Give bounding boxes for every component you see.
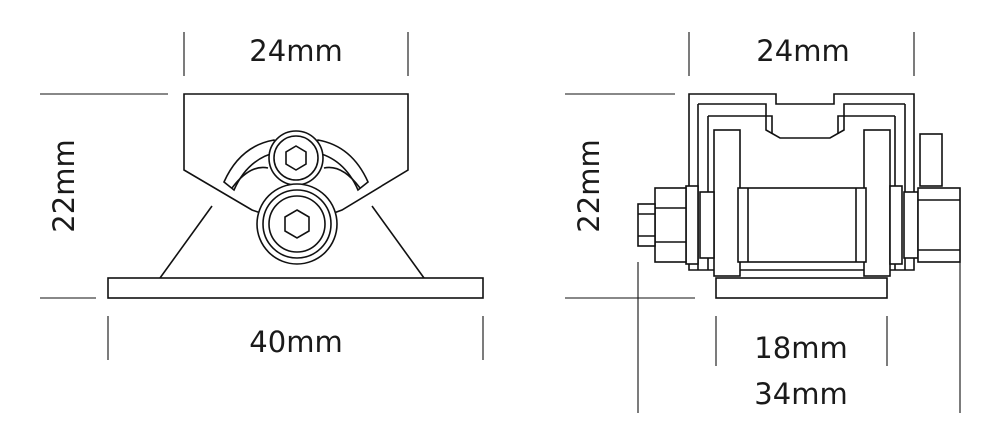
- front-lower-bolt: [256, 183, 338, 265]
- front-base-width-label: 40mm: [249, 325, 342, 359]
- front-height-label: 22mm: [47, 139, 81, 232]
- side-inner-width-label: 18mm: [754, 331, 847, 365]
- side-view: 24mm 22mm 18mm 34mm: [565, 32, 961, 413]
- side-base-plate: [715, 277, 888, 299]
- side-overall-width-label: 34mm: [754, 377, 847, 411]
- side-extension-lines: [565, 32, 961, 413]
- side-roller: [737, 187, 867, 263]
- front-top-width-label: 24mm: [249, 34, 342, 68]
- front-extension-lines: [40, 32, 484, 360]
- side-washers: [685, 185, 919, 265]
- front-view: 24mm 22mm 40mm: [40, 32, 484, 360]
- side-top-width-label: 24mm: [756, 34, 849, 68]
- side-plates: [713, 129, 943, 277]
- front-upper-bolt: [268, 130, 324, 186]
- side-left-nut: [637, 187, 687, 263]
- side-right-bolt-head: [917, 187, 961, 263]
- side-height-label: 22mm: [572, 139, 606, 232]
